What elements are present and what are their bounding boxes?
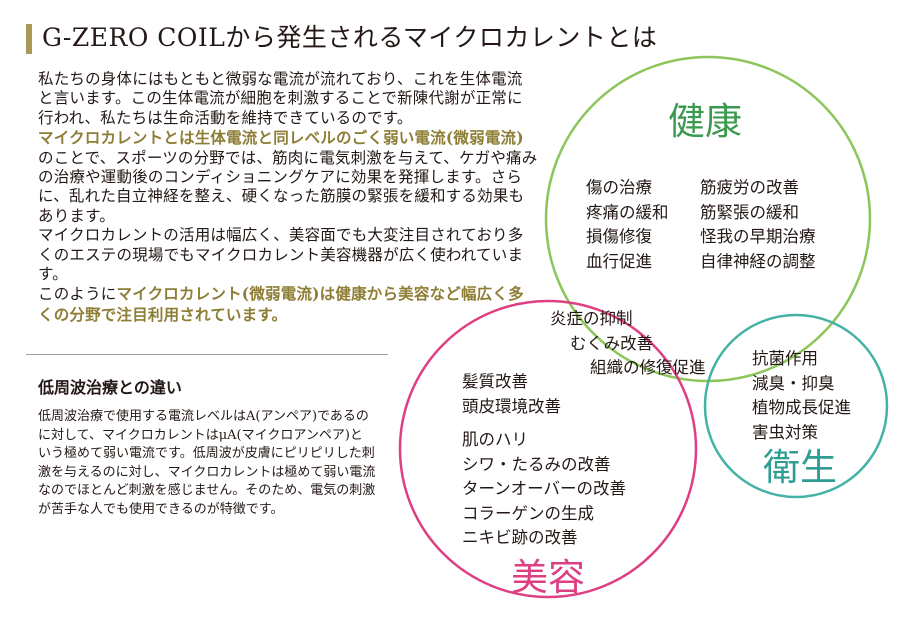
list-item: 疼痛の緩和 (586, 202, 669, 222)
intro-paragraph-3: マイクロカレントの活用は幅広く、美容面でも大変注目されており多くのエステの現場で… (38, 226, 524, 284)
list-item: 筋疲労の改善 (700, 178, 799, 197)
list-item: 髪質改善 (462, 372, 528, 391)
list-item: ニキビ跡の改善 (462, 528, 578, 547)
list-item: 害虫対策 (752, 422, 818, 442)
comparison-title: 低周波治療との違い (38, 378, 182, 397)
list-item: コラーゲンの生成 (462, 503, 594, 523)
beauty-label: 美容 (511, 556, 585, 599)
hygiene-circle (703, 313, 889, 499)
list-item: 植物成長促進 (752, 398, 851, 417)
health-label: 健康 (668, 100, 742, 143)
list-item: 怪我の早期治療 (700, 227, 816, 246)
list-item: 抗菌作用 (752, 349, 818, 368)
list-item: ターンオーバーの改善 (462, 479, 627, 498)
list-item: 頭皮環境改善 (462, 396, 561, 416)
comparison-body: 低周波治療で使用する電流レベルはA(アンペア)であるのに対して、マイクロカレント… (38, 408, 378, 520)
health-list-right: 筋疲労の改善 筋緊張の緩和 怪我の早期治療 自律神経の調整 (700, 176, 816, 274)
intro-paragraph-2-rest: のことで、スポーツの分野では、筋肉に電気刺激を与えて、ケガや痛みの治療や運動後の… (38, 148, 538, 225)
beauty-circle (398, 299, 698, 599)
section-divider (26, 354, 388, 355)
list-item: 血行促進 (586, 251, 652, 271)
overlap-list: 炎症の抑制 むくみ改善 組織の修復促進 (550, 307, 706, 381)
hygiene-list: 抗菌作用 減臭・抑臭 植物成長促進 害虫対策 (752, 347, 851, 445)
list-item: 組織の修復促進 (590, 358, 706, 377)
list-item: 減臭・抑臭 (752, 373, 835, 393)
intro-paragraph-1: 私たちの身体にはもともと微弱な電流が流れており、これを生体電流と言います。この生… (38, 70, 523, 127)
hygiene-label: 衛生 (763, 446, 837, 489)
page-title: G-ZERO COILから発生されるマイクロカレントとは (42, 23, 658, 52)
intro-text: 私たちの身体にはもともと微弱な電流が流れており、これを生体電流と言います。この生… (38, 70, 538, 325)
health-list-left: 傷の治療 疼痛の緩和 損傷修復 血行促進 (586, 176, 669, 274)
intro-highlight-summary: マイクロカレント(微弱電流)は健康から美容など幅広く多くの分野で注目利用されてい… (38, 284, 524, 324)
list-item: 損傷修復 (586, 227, 652, 246)
intro-paragraph-4: このようにマイクロカレント(微弱電流)は健康から美容など幅広く多くの分野で注目利… (38, 284, 538, 325)
list-item: 炎症の抑制 (550, 309, 633, 328)
list-item: むくみ改善 (570, 333, 654, 353)
comparison-body-1: 低周波治療で使用する電流レベルはA(アンペア)であるのに対して、マイクロカレント… (38, 409, 369, 443)
comparison-body-2: いう極めて弱い電流です。低周波が皮膚にピリピリした刺激を与えるのに対し、マイクロ… (38, 446, 376, 517)
beauty-list-skin: 肌のハリ シワ・たるみの改善 ターンオーバーの改善 コラーゲンの生成 ニキビ跡の… (462, 428, 626, 551)
intro-paragraph-4-prefix: このように (38, 285, 117, 304)
list-item: 自律神経の調整 (700, 251, 816, 271)
list-item: シワ・たるみの改善 (462, 454, 611, 474)
beauty-list-hair: 髪質改善 頭皮環境改善 (462, 370, 561, 419)
intro-highlight-definition: マイクロカレントとは生体電流と同レベルのごく弱い電流(微弱電流) (38, 128, 524, 148)
list-item: 肌のハリ (462, 430, 528, 449)
intro-paragraph-2: マイクロカレントとは生体電流と同レベルのごく弱い電流(微弱電流)のことで、スポー… (38, 128, 538, 226)
list-item: 傷の治療 (586, 178, 652, 197)
title-accent-bar (26, 24, 32, 54)
list-item: 筋緊張の緩和 (700, 202, 799, 222)
